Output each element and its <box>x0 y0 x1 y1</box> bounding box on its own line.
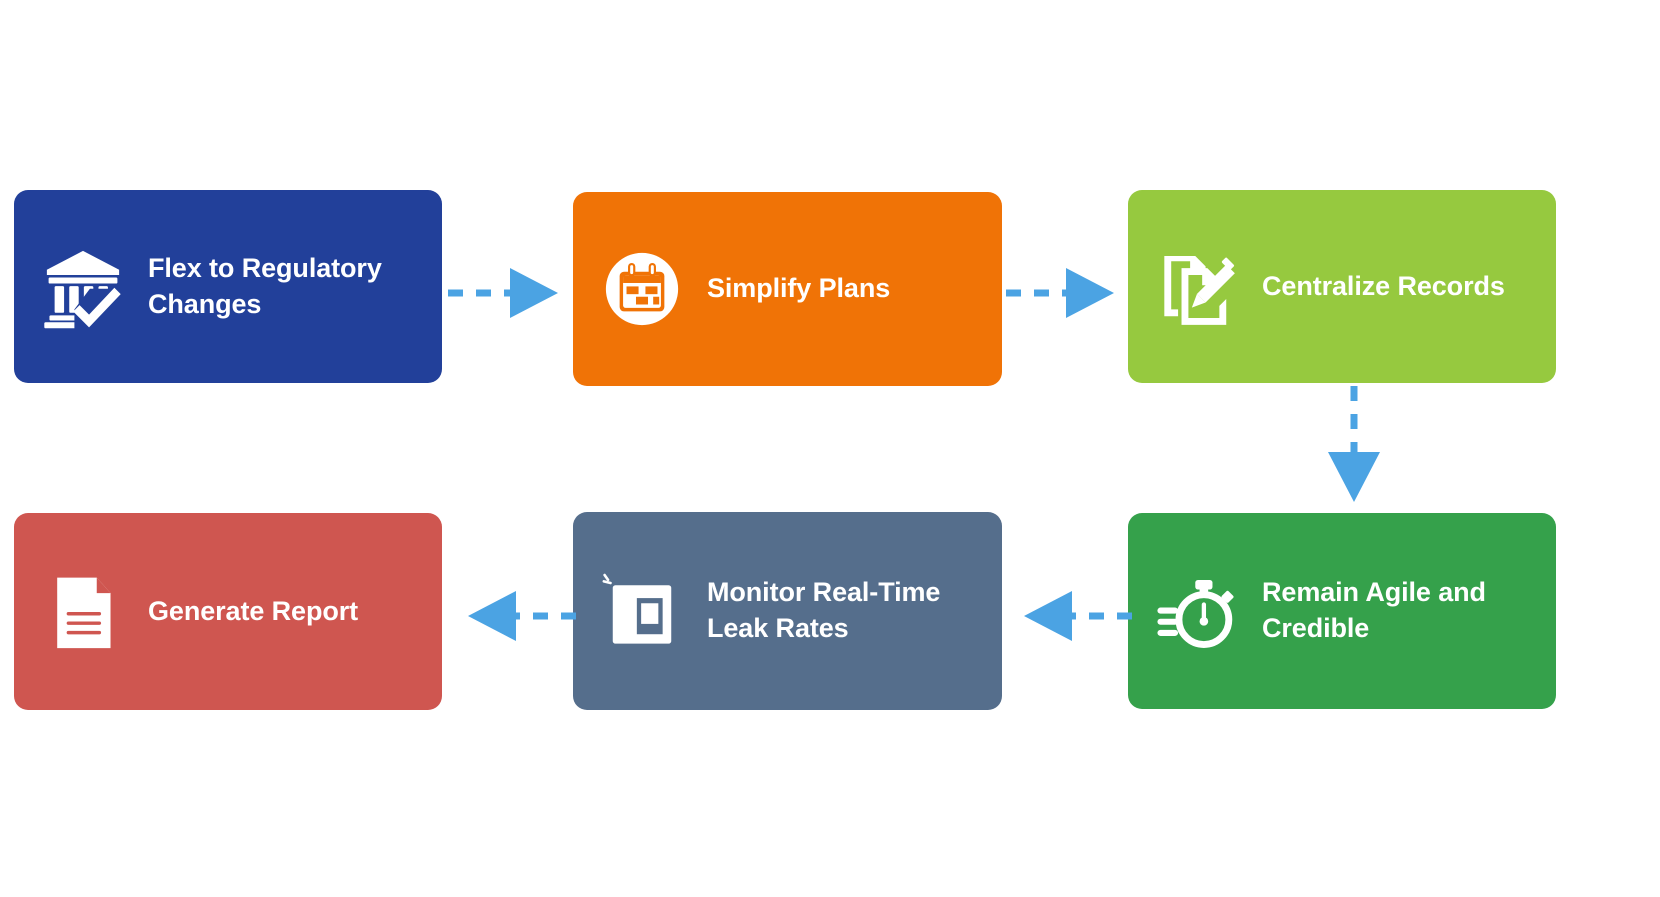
bank-check-icon <box>40 244 126 330</box>
node-label: Simplify Plans <box>707 273 891 304</box>
arrowhead-right-icon <box>1066 268 1114 318</box>
arrowhead-down-icon <box>1328 452 1380 502</box>
stopwatch-speed-icon <box>1154 568 1240 654</box>
node-label: Generate Report <box>148 595 359 626</box>
documents-pencil-icon <box>1154 244 1240 330</box>
connector-simplify-to-centralize <box>1006 262 1132 324</box>
node-remain-agile-and-credible[interactable]: Remain Agile and Credible <box>1128 513 1556 709</box>
arrowhead-left-icon <box>1024 591 1072 641</box>
node-label: Flex to Regulatory Changes <box>148 252 382 319</box>
connector-agile-to-monitor <box>1006 585 1132 647</box>
connector-centralize-to-agile <box>1318 386 1390 516</box>
document-lines-icon <box>40 569 126 655</box>
node-label: Monitor Real-Time Leak Rates <box>707 577 941 643</box>
arrowhead-left-icon <box>468 591 516 641</box>
connector-monitor-to-report <box>448 585 576 647</box>
calendar-circle-icon <box>599 246 685 332</box>
monitor-screen-icon <box>599 568 685 654</box>
node-centralize-records[interactable]: Centralize Records <box>1128 190 1556 383</box>
node-label: Remain Agile and Credible <box>1262 577 1486 643</box>
connector-flex-to-simplify <box>448 262 576 324</box>
node-generate-report[interactable]: Generate Report <box>14 513 442 710</box>
node-simplify-plans[interactable]: Simplify Plans <box>573 192 1002 386</box>
node-label: Centralize Records <box>1262 270 1505 301</box>
node-flex-to-regulatory-changes[interactable]: Flex to Regulatory Changes <box>14 190 442 383</box>
arrowhead-right-icon <box>510 268 558 318</box>
node-monitor-real-time-leak-rates[interactable]: Monitor Real-Time Leak Rates <box>573 512 1002 710</box>
